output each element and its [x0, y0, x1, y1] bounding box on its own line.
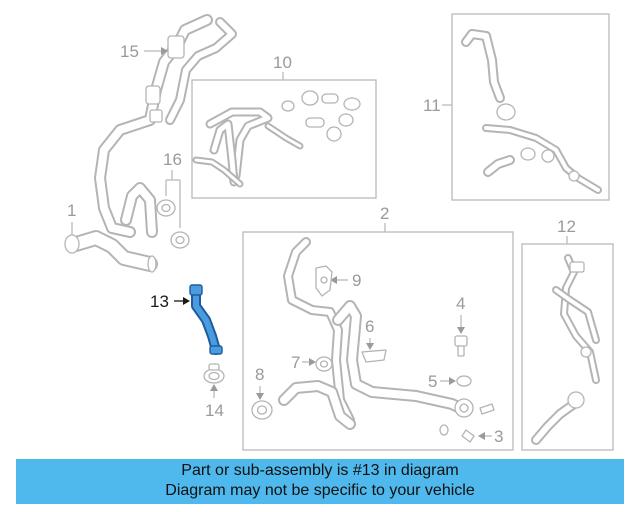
callout-2: 2 [380, 204, 389, 223]
callout-3: 3 [494, 427, 503, 446]
callout-4: 4 [456, 294, 465, 313]
leader-7-arrow [309, 358, 316, 366]
box-12 [521, 243, 614, 451]
callout-7: 7 [291, 353, 300, 372]
part-5-o-ring [456, 375, 472, 387]
banner-line-2: Diagram may not be specific to your vehi… [165, 482, 475, 499]
callout-8: 8 [255, 365, 264, 384]
callout-9: 9 [352, 271, 361, 290]
part-3-clips [439, 403, 495, 443]
part-14-clamp [203, 363, 225, 384]
part-16-clamps [156, 199, 190, 249]
part-2-main-assembly [278, 237, 474, 430]
banner-line-1: Part or sub-assembly is #13 in diagram [181, 462, 459, 479]
leader-4-arrow [457, 327, 465, 334]
callout-6: 6 [365, 317, 374, 336]
part-1-hose [64, 230, 158, 273]
callout-16: 16 [163, 150, 182, 169]
part-6-gasket [361, 349, 387, 363]
callout-5: 5 [428, 372, 437, 391]
part-15-pipe-assembly [94, 14, 237, 238]
callout-12: 12 [557, 217, 576, 236]
leader-5-arrow [449, 377, 456, 385]
box-2 [242, 231, 514, 451]
box-11 [451, 13, 610, 201]
part-12-pipe-kit [531, 254, 600, 445]
part-11-hose-kit [461, 29, 602, 194]
callout-11: 11 [423, 96, 441, 115]
callout-1: 1 [67, 201, 76, 220]
callout-14: 14 [205, 401, 224, 420]
info-banner: Part or sub-assembly is #13 in diagram D… [16, 459, 624, 504]
part-4-sensor [454, 335, 468, 357]
part-8-housing [251, 400, 273, 420]
callout-10: 10 [273, 53, 292, 72]
leader-6-arrow [366, 343, 374, 350]
leader-3-arrow [478, 432, 485, 440]
leader-14-arrow [210, 384, 218, 391]
leader-8-arrow [256, 393, 264, 400]
part-13-hose-highlighted[interactable] [189, 284, 223, 355]
part-7-fitting [315, 356, 333, 372]
callout-15: 15 [120, 42, 139, 61]
part-10-pipe-kit [192, 90, 361, 188]
leader-15-arrow [161, 47, 168, 55]
leader-9-arrow [330, 276, 337, 284]
part-9-bracket [315, 265, 333, 297]
box-10 [191, 79, 377, 199]
callout-13: 13 [150, 292, 169, 311]
leader-13-arrow [183, 297, 190, 305]
